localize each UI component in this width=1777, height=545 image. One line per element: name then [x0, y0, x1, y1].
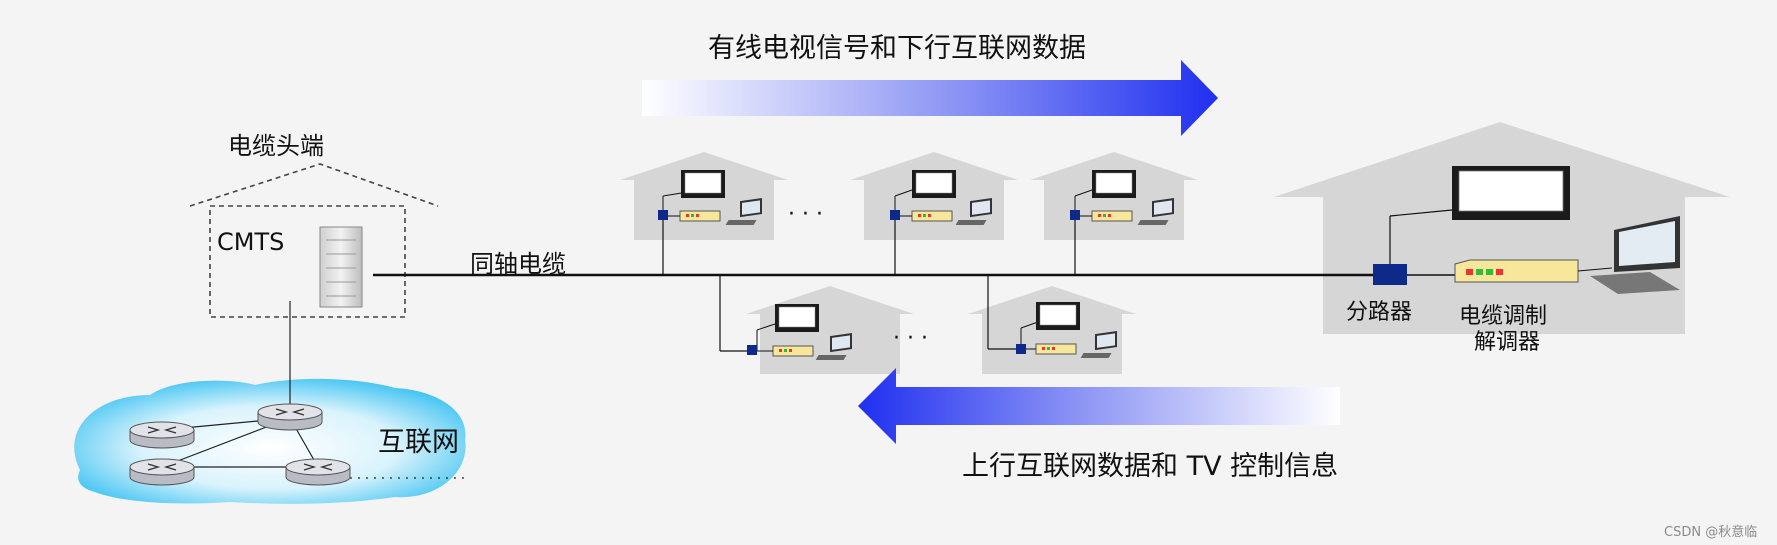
- upstream-arrow: [858, 368, 1340, 444]
- router-network: [129, 403, 470, 486]
- home-equipment: [658, 169, 1174, 360]
- server-rack-icon: [319, 226, 363, 308]
- splitter-label: 分路器: [1346, 300, 1413, 325]
- downstream-label: 有线电视信号和下行互联网数据: [708, 33, 1086, 64]
- router-icon: [129, 421, 195, 449]
- watermark: CSDN @秋意临: [1664, 525, 1758, 540]
- downstream-arrow: [642, 60, 1218, 136]
- modem-label-line2: 解调器: [1474, 330, 1541, 355]
- upstream-label: 上行互联网数据和 TV 控制信息: [962, 451, 1339, 482]
- splitter-icon: [658, 210, 668, 220]
- ellipsis-top: · · ·: [788, 202, 823, 227]
- headend-outline: [189, 163, 439, 318]
- tv-icon: [1452, 166, 1570, 220]
- router-icon: [285, 458, 351, 486]
- headend-label: 电缆头端: [228, 132, 324, 160]
- big-home-equipment: [1373, 166, 1680, 294]
- coax-label: 同轴电缆: [470, 250, 566, 278]
- router-icon: [129, 458, 195, 486]
- splitter-icon: [1373, 264, 1407, 285]
- coax-cable: [289, 216, 1400, 420]
- modem-label-line1: 电缆调制: [1459, 304, 1548, 329]
- cmts-label: CMTS: [217, 228, 285, 256]
- internet-label: 互联网: [378, 427, 459, 458]
- ellipsis-bottom: · · ·: [893, 326, 928, 351]
- modem-icon: [1454, 259, 1579, 283]
- house-icon: [620, 122, 1730, 374]
- router-icon: [257, 403, 323, 431]
- pc-icon: [1577, 216, 1680, 294]
